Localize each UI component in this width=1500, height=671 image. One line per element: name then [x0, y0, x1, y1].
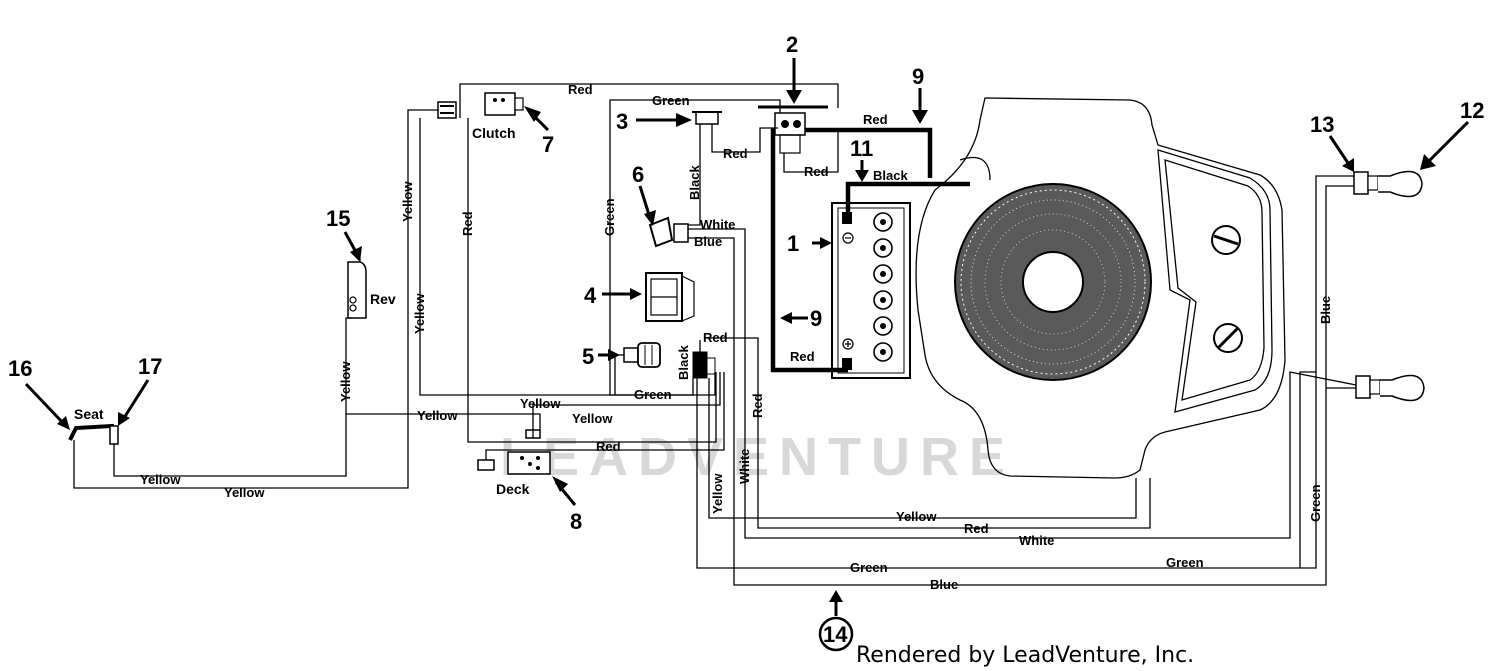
credit-text: Rendered by LeadVenture, Inc. — [856, 643, 1194, 668]
screw-bottom-icon — [1213, 323, 1243, 353]
wire-label: White — [737, 449, 752, 484]
callout-12: 12 — [1460, 98, 1484, 123]
wire-label: Red — [863, 112, 888, 127]
wire-label: Red — [596, 439, 621, 454]
ignition-switch — [648, 216, 689, 248]
callout-16: 16 — [8, 356, 32, 381]
wire-label: White — [1019, 533, 1054, 548]
seat-switch — [68, 423, 119, 445]
wire-label: Green — [1166, 555, 1204, 570]
callout-8: 8 — [570, 509, 582, 534]
wire-label: Black — [687, 165, 702, 200]
callout-3: 3 — [616, 109, 628, 134]
wire-label: Yellow — [140, 472, 181, 487]
battery — [831, 202, 911, 379]
engine — [915, 97, 1286, 479]
wire-label: Green — [652, 93, 690, 108]
wire-label: Green — [634, 387, 672, 402]
wire-label: Green — [850, 560, 888, 575]
wire-label: Black — [873, 168, 908, 183]
wire-label: Red — [790, 349, 815, 364]
component-5 — [623, 342, 661, 368]
headlight-upper-icon — [1353, 170, 1423, 198]
headlight-lower-icon — [1355, 374, 1425, 402]
cable-negative — [845, 181, 970, 212]
wire-label: Green — [602, 198, 617, 236]
wire-label: Yellow — [520, 396, 561, 411]
harness-connector — [692, 351, 716, 379]
wire-label: Yellow — [400, 181, 415, 222]
label-seat: Seat — [74, 406, 104, 422]
wire-label: Blue — [1318, 296, 1333, 324]
wires — [73, 83, 1357, 586]
cable-positive — [770, 127, 933, 373]
clutch-switch — [437, 92, 524, 119]
wire-label: Black — [676, 345, 691, 380]
wire-label: Yellow — [224, 485, 265, 500]
label-deck: Deck — [496, 481, 530, 497]
callout-5: 5 — [582, 344, 594, 369]
component-4 — [645, 272, 695, 322]
callout-9-mid: 9 — [810, 306, 822, 331]
callout-9-top: 9 — [912, 64, 924, 89]
wire-label: Red — [804, 164, 829, 179]
wire-label: Red — [460, 211, 475, 236]
wire-label: Blue — [694, 234, 722, 249]
starter-solenoid — [758, 105, 828, 154]
wire-label: Red — [750, 393, 765, 418]
callout-14: 14 — [823, 622, 848, 647]
wire-label: Blue — [930, 577, 958, 592]
wire-label: Red — [723, 146, 748, 161]
callout-arrows — [24, 58, 1470, 616]
callout-4: 4 — [584, 283, 597, 308]
wire-label: White — [700, 217, 735, 232]
callout-11: 11 — [850, 136, 873, 161]
callout-13: 13 — [1310, 112, 1334, 137]
label-clutch: Clutch — [472, 125, 516, 141]
callout-14-badge: 14 — [818, 616, 854, 652]
screw-top-icon — [1211, 225, 1241, 255]
flywheel-screen — [954, 183, 1152, 381]
wire-labels: Red Green Red Red Red Black Black White … — [140, 82, 1333, 592]
switch-3 — [692, 111, 722, 125]
wire-label: Red — [703, 330, 728, 345]
wire-label: Red — [964, 521, 989, 536]
wire-label: Yellow — [412, 293, 427, 334]
callout-1: 1 — [787, 231, 799, 256]
wire-label: Red — [568, 82, 593, 97]
reverse-switch — [347, 261, 367, 319]
wire-label: Yellow — [710, 473, 725, 514]
watermark-text: LEADVENTURE — [500, 427, 1015, 487]
wire-label: Yellow — [338, 361, 353, 402]
callout-17: 17 — [138, 354, 162, 379]
wire-label: Yellow — [572, 411, 613, 426]
callout-6: 6 — [632, 162, 644, 187]
callout-15: 15 — [326, 206, 350, 231]
callout-7: 7 — [542, 132, 554, 157]
wire-label: Green — [1308, 484, 1323, 522]
label-rev: Rev — [370, 291, 396, 307]
wire-label: Yellow — [896, 509, 937, 524]
wire-label: Yellow — [417, 408, 458, 423]
callout-2: 2 — [786, 32, 798, 57]
